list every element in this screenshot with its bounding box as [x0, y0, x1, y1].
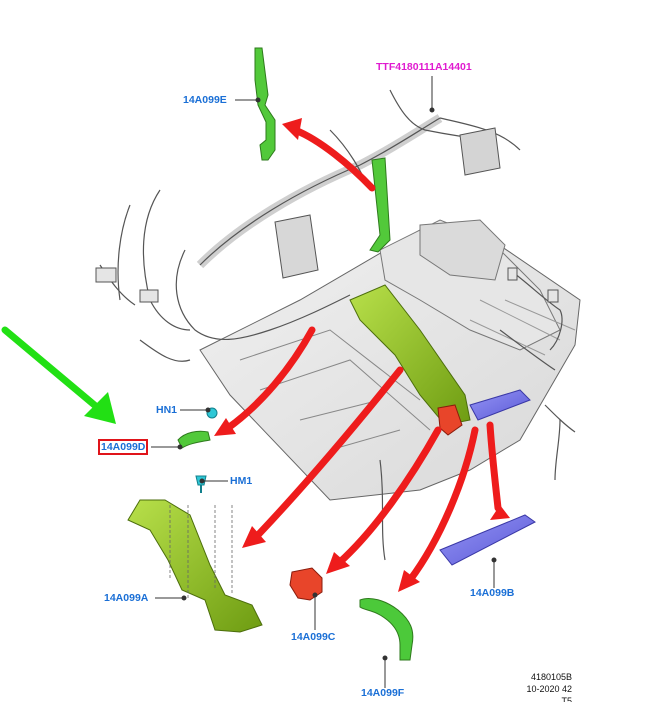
harness-reference-label: TTF4180111A14401 — [376, 61, 472, 73]
arrow-to-14a099c — [336, 426, 442, 566]
label-hm1: HM1 — [230, 475, 253, 487]
label-14a099c: 14A099C — [291, 631, 336, 643]
arrow-to-14a099d — [224, 326, 316, 432]
part-14a099d — [177, 430, 211, 449]
part-14a099f — [359, 597, 414, 661]
label-14a099e: 14A099E — [183, 94, 227, 106]
view-direction-arrow — [1, 326, 116, 424]
floor-pan — [199, 219, 581, 501]
reference-line-3: T5 — [561, 696, 572, 702]
arrow-to-14a099f — [406, 426, 479, 584]
part-14a099e-installed — [369, 157, 391, 253]
reference-line-1: 4180105B — [530, 672, 572, 682]
arrowhead-14a099c — [326, 552, 350, 574]
red-arrows — [224, 126, 502, 584]
drawing-reference: 4180105B 10-2020 42 T5 — [526, 671, 572, 702]
clip-hm1 — [195, 475, 207, 493]
arrowhead-14a099b — [490, 505, 510, 520]
arrow-to-14a099b — [486, 421, 502, 512]
label-hn1: HN1 — [156, 404, 178, 416]
leader-lines — [151, 76, 497, 688]
arrowhead-14a099f — [398, 570, 420, 592]
arrowhead-14a099e — [282, 118, 302, 140]
part-14a099b-installed — [469, 389, 531, 421]
reference-line-2: 10-2020 42 — [526, 684, 572, 694]
arrow-to-14a099e — [291, 126, 376, 192]
part-14a099c-installed — [437, 404, 463, 436]
part-14a099b — [439, 514, 536, 566]
label-14a099d: 14A099D — [98, 439, 149, 455]
arrow-to-14a099a — [254, 366, 404, 539]
electronic-modules — [95, 127, 559, 303]
part-14a099a — [127, 499, 263, 633]
arrowhead-14a099a — [242, 526, 266, 548]
red-arrowheads — [214, 118, 510, 592]
label-14a099b: 14A099B — [470, 587, 515, 599]
label-14a099a: 14A099A — [104, 592, 149, 604]
label-14a099f: 14A099F — [361, 687, 405, 699]
arrowhead-14a099d — [214, 418, 236, 436]
part-14a099e — [254, 47, 276, 161]
